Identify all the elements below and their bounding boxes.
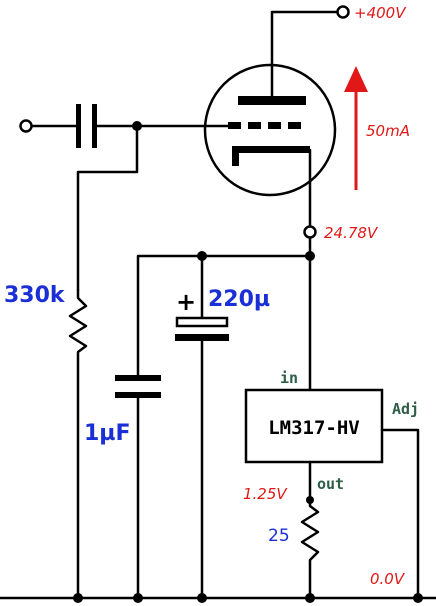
tube-envelope (203, 63, 337, 197)
small-capacitor-label: 1µF (84, 421, 131, 446)
electrolytic-capacitor (175, 254, 229, 600)
capacitor-positive-plate (175, 316, 229, 328)
tube-anode (238, 96, 306, 105)
tube-cathode-stem (232, 146, 239, 166)
coupling-capacitor (76, 104, 97, 148)
supply-terminal (336, 5, 350, 19)
output-voltage-label: 1.25V (243, 485, 288, 503)
ground-rail (0, 593, 436, 603)
cathode-voltage-label: 24.78V (324, 224, 379, 242)
grid-resistor-label: 330k (4, 283, 66, 308)
input-terminal (19, 119, 33, 133)
tube-grid (228, 122, 301, 129)
sense-resistor (300, 460, 320, 600)
ground-voltage-label: 0.0V (370, 570, 406, 588)
supply-voltage-label: +400V (354, 4, 407, 22)
current-arrow (344, 66, 368, 190)
cathode-junction-dot (305, 251, 315, 261)
tube-cathode (232, 146, 310, 153)
large-capacitor-label: 220µ (208, 287, 270, 312)
anode-lead (270, 5, 350, 98)
pin-adj-label: Adj (392, 400, 419, 418)
sense-resistor-label: 25 (268, 526, 290, 546)
regulator-label: LM317-HV (268, 417, 360, 439)
input-network (19, 104, 230, 292)
current-label: 50mA (366, 122, 410, 140)
capacitor-polarity-mark: + (176, 288, 196, 316)
cathode-terminal (303, 225, 317, 239)
regulator-body (244, 388, 384, 464)
film-capacitor (115, 375, 161, 600)
grid-resistor (68, 288, 88, 600)
regulator-ic: LM317-HV (244, 388, 384, 464)
adj-lead (380, 428, 420, 600)
pin-out-label: out (317, 475, 344, 493)
pin-in-label: in (280, 369, 298, 387)
cathode-node (136, 148, 317, 392)
capacitor-negative-plate (175, 334, 229, 341)
triode-tube (203, 63, 337, 197)
